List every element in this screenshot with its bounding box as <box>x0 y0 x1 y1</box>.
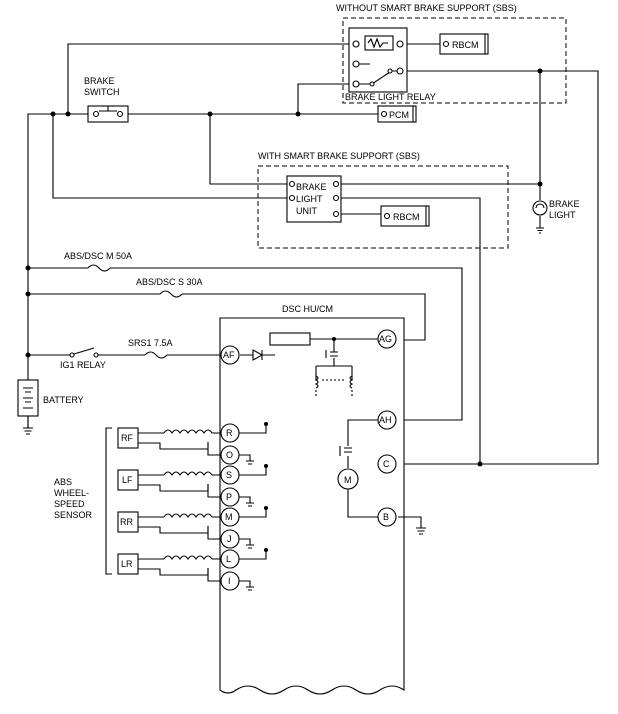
battery-label: BATTERY <box>43 395 84 405</box>
blu-label-2: LIGHT <box>296 194 323 204</box>
sensor-group-label-1: ABS <box>54 477 72 487</box>
sensor-lr: LR <box>117 553 222 582</box>
pcm-box <box>377 105 417 123</box>
pcm-label: PCM <box>389 110 409 120</box>
terminal-l: L <box>220 548 268 569</box>
fuse-srs1 <box>144 351 168 359</box>
svg-text:LR: LR <box>121 559 133 569</box>
terminal-p: P <box>220 487 254 507</box>
fuse-abs-dsc-s <box>159 290 183 298</box>
sensor-rr: RR <box>117 511 222 540</box>
svg-text:O: O <box>226 450 233 460</box>
fuse-abs-dsc-m <box>87 264 111 272</box>
brake-light-unit <box>286 175 342 223</box>
brake-switch-label-1: BRAKE <box>84 76 115 86</box>
brake-switch <box>87 105 129 123</box>
rbcm-top <box>439 33 489 55</box>
terminal-ag: AG <box>377 329 397 349</box>
svg-text:AF: AF <box>223 350 235 360</box>
svg-text:S: S <box>226 470 232 480</box>
rbcm-top-label: RBCM <box>452 40 479 50</box>
terminal-b: B <box>377 507 397 527</box>
dsc-label: DSC HU/CM <box>282 304 333 314</box>
sensor-group-label-3: SPEED <box>54 499 85 509</box>
terminal-c: C <box>377 454 397 474</box>
sensor-group-label-4: SENSOR <box>54 510 93 520</box>
brake-light-label-2: LIGHT <box>549 210 576 220</box>
sbs-without-label: WITHOUT SMART BRAKE SUPPORT (SBS) <box>336 3 517 13</box>
svg-text:AG: AG <box>379 334 392 344</box>
terminal-m: M <box>220 506 268 527</box>
ig1-relay-label: IG1 RELAY <box>60 360 106 370</box>
svg-text:J: J <box>227 534 232 544</box>
brake-light-relay-label: BRAKE LIGHT RELAY <box>345 92 436 102</box>
blu-label-3: UNIT <box>296 206 317 216</box>
battery <box>17 379 39 435</box>
fuse-s-label: ABS/DSC S 30A <box>136 277 203 287</box>
terminal-r: R <box>220 422 268 443</box>
dsc-module <box>219 317 405 695</box>
motor-label: M <box>344 475 352 485</box>
brake-switch-label-2: SWITCH <box>84 87 120 97</box>
terminal-i: I <box>220 571 254 591</box>
terminal-j: J <box>220 529 254 549</box>
brake-light-bulb <box>532 200 548 234</box>
svg-text:R: R <box>226 428 233 438</box>
sensor-rf: RF <box>117 427 222 456</box>
sensor-lf: LF <box>117 469 222 498</box>
svg-text:RF: RF <box>121 433 133 443</box>
terminal-ah: AH <box>377 410 397 430</box>
brake-light-relay <box>348 27 408 93</box>
sensor-group-label-2: WHEEL- <box>54 488 89 498</box>
svg-text:B: B <box>383 512 389 522</box>
rbcm-mid <box>380 205 430 227</box>
svg-text:I: I <box>228 576 231 586</box>
terminal-o: O <box>220 445 254 465</box>
terminal-s: S <box>220 464 268 485</box>
brake-light-label-1: BRAKE <box>549 199 580 209</box>
svg-text:M: M <box>225 512 233 522</box>
fuse-srs-label: SRS1 7.5A <box>128 338 173 348</box>
svg-text:LF: LF <box>122 475 133 485</box>
terminal-af: AF <box>220 345 240 365</box>
fuse-m-label: ABS/DSC M 50A <box>64 251 132 261</box>
rbcm-mid-label: RBCM <box>393 212 420 222</box>
ig1-relay-contact <box>69 347 99 358</box>
svg-text:C: C <box>383 459 390 469</box>
sbs-without-box <box>342 17 567 104</box>
svg-text:L: L <box>226 554 231 564</box>
sbs-with-label: WITH SMART BRAKE SUPPORT (SBS) <box>258 151 420 161</box>
svg-text:AH: AH <box>379 415 392 425</box>
blu-label-1: BRAKE <box>296 182 327 192</box>
sbs-with-box <box>257 165 509 249</box>
svg-text:RR: RR <box>120 517 133 527</box>
svg-text:P: P <box>226 492 232 502</box>
